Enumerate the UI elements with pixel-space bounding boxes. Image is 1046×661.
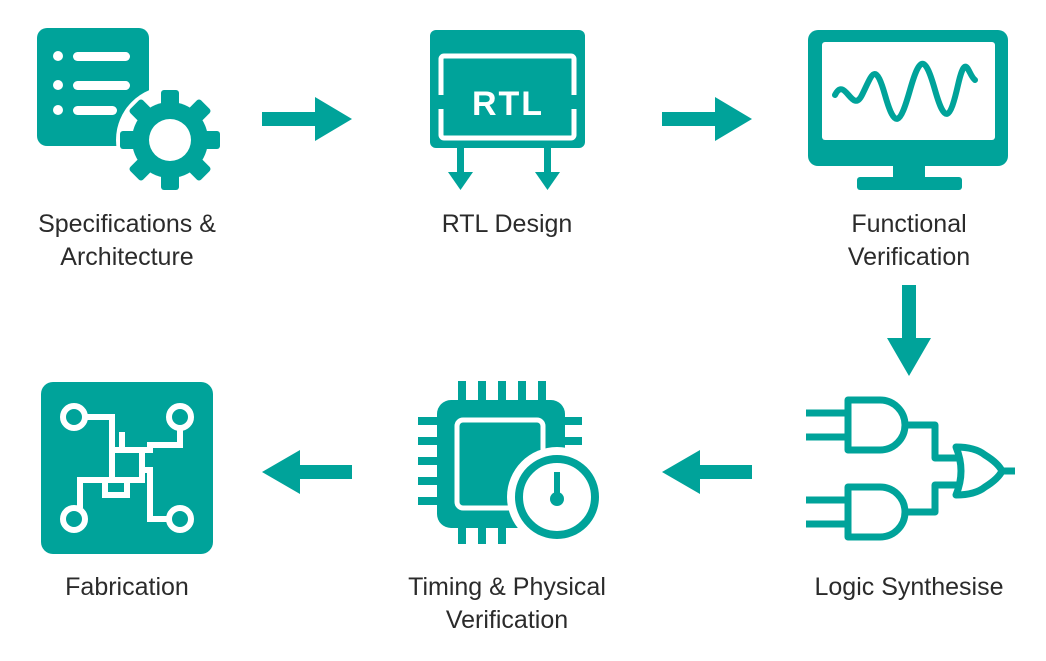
- label-fabrication: Fabrication: [0, 571, 257, 604]
- arrow-left-1: [662, 450, 752, 494]
- logic-gates-icon: [806, 396, 1015, 541]
- rtl-board-icon: RTL: [430, 30, 585, 190]
- arrow-down: [887, 285, 931, 376]
- label-functional-verification: Functional Verification: [779, 208, 1039, 274]
- label-line: Specifications &: [38, 210, 216, 238]
- label-timing-physical-verification: Timing & Physical Verification: [377, 571, 637, 637]
- label-specifications-architecture: Specifications & Architecture: [0, 208, 257, 274]
- label-line: Logic Synthesise: [814, 573, 1004, 601]
- monitor-waveform-icon: [808, 30, 1008, 190]
- label-logic-synthesise: Logic Synthesise: [779, 571, 1039, 604]
- label-line: Functional: [851, 210, 967, 238]
- arrow-left-2: [262, 450, 352, 494]
- label-line: Timing & Physical: [408, 573, 606, 601]
- label-line: Architecture: [60, 243, 194, 271]
- label-line: Verification: [445, 606, 569, 634]
- arrow-right-1: [262, 97, 352, 141]
- label-line: Fabrication: [65, 573, 189, 601]
- document-gear-icon: [37, 28, 224, 194]
- chip-timer-icon: [418, 381, 607, 547]
- label-line: Verification: [847, 243, 971, 271]
- label-rtl-design: RTL Design: [377, 208, 637, 241]
- rtl-icon-text: RTL: [472, 85, 544, 123]
- arrow-right-2: [662, 97, 752, 141]
- circuit-board-icon: [41, 382, 213, 554]
- label-line: RTL Design: [441, 210, 573, 238]
